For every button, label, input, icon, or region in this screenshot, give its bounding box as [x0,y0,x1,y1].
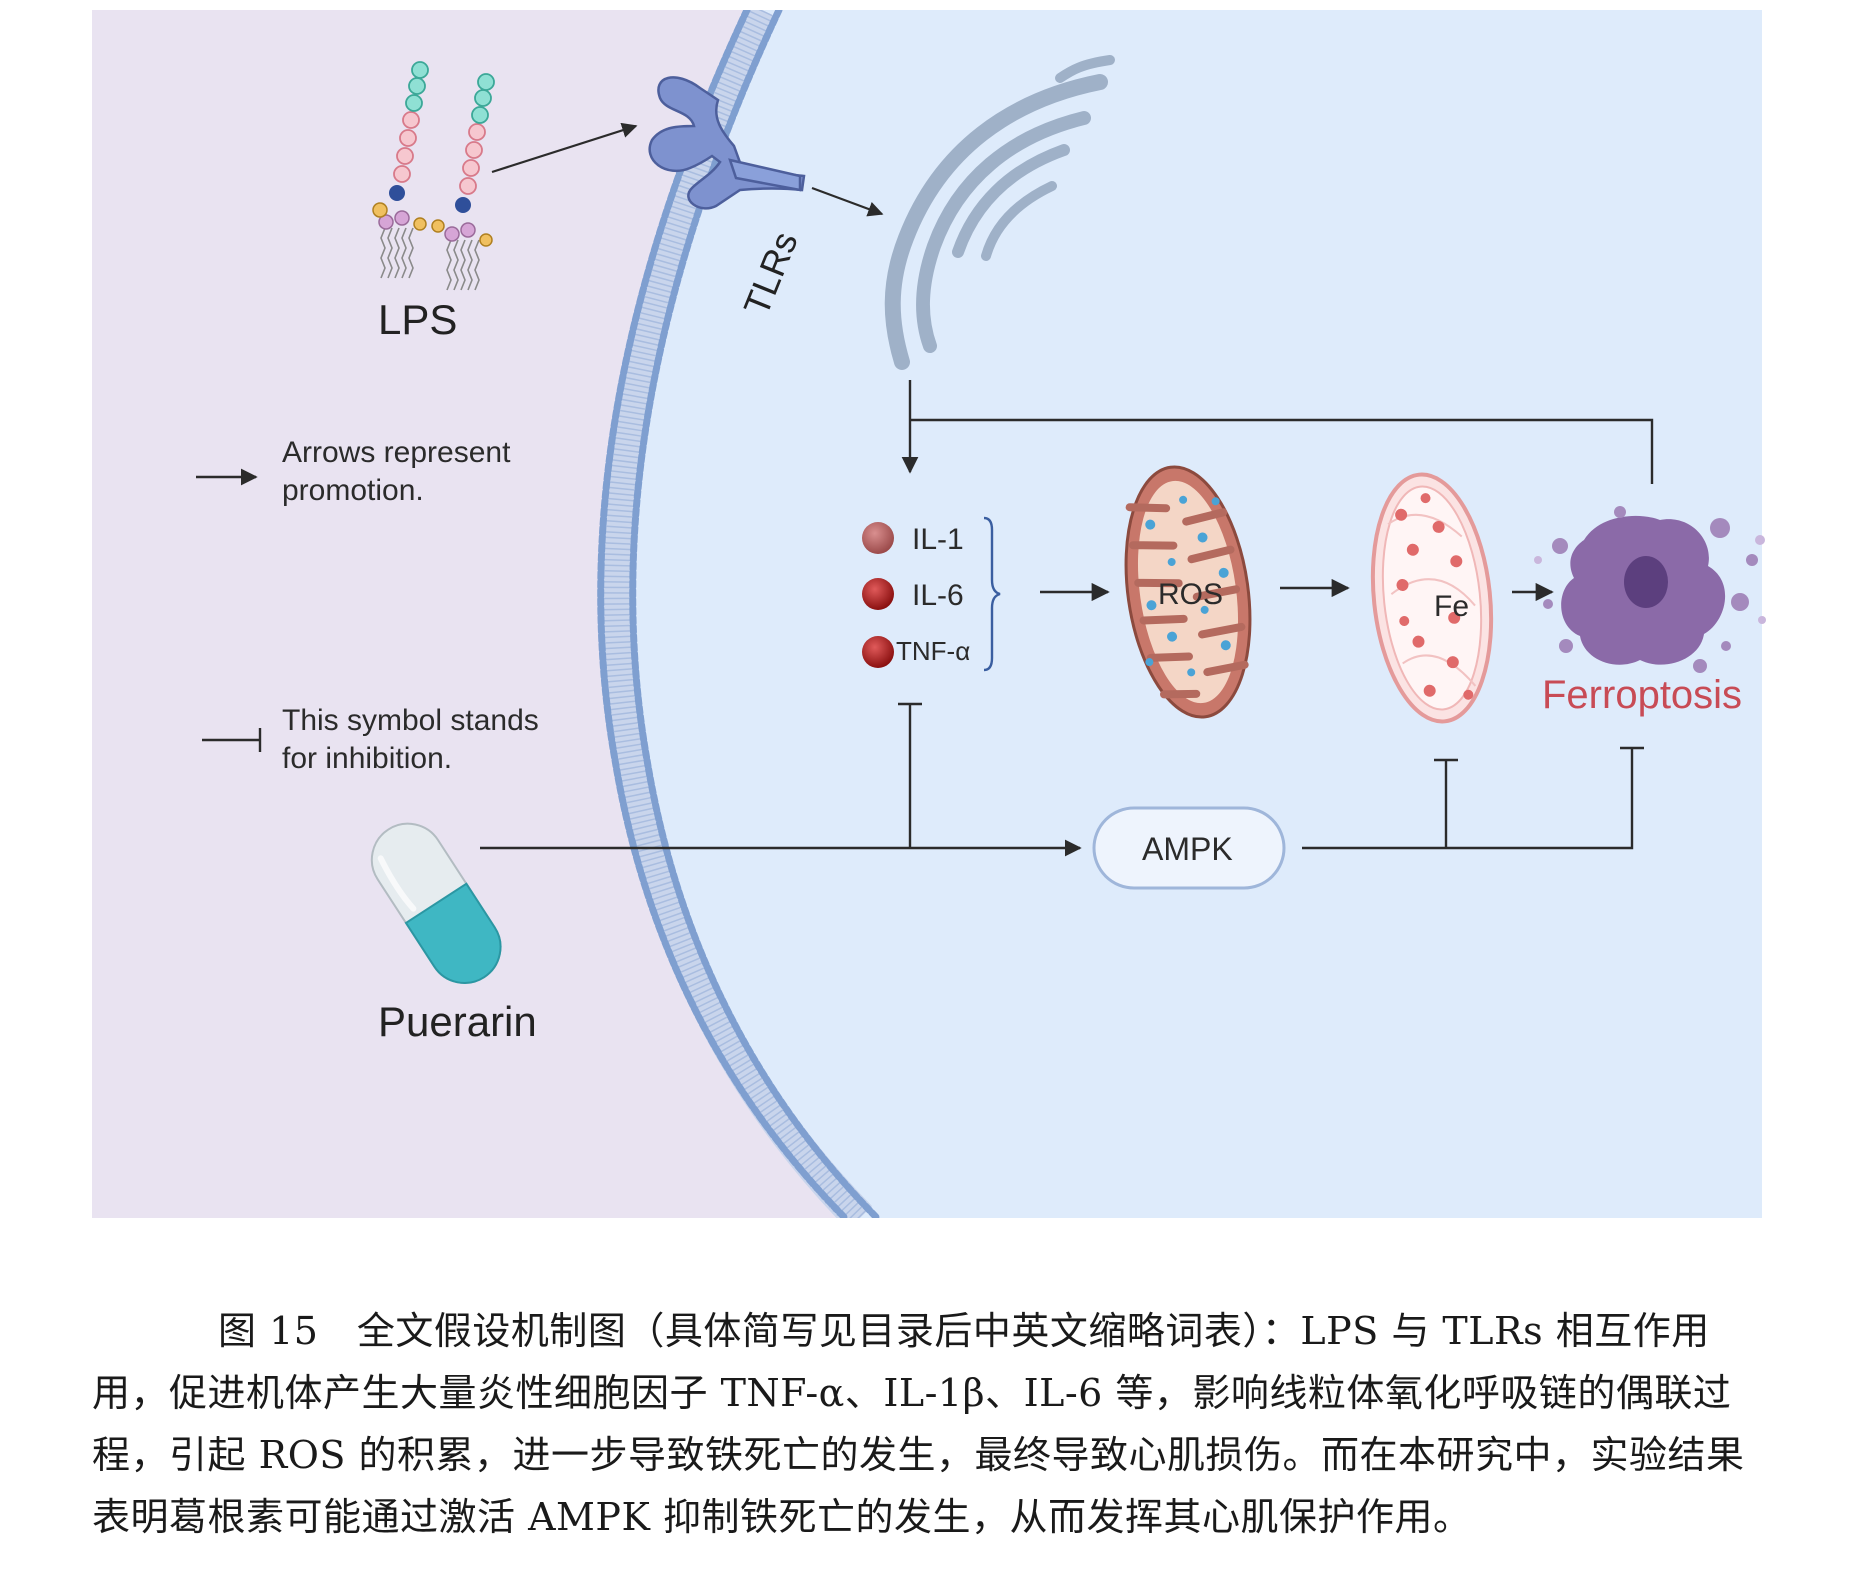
ampk-inhibition-lines [1302,746,1644,850]
endoplasmic-reticulum-icon [884,55,1115,370]
legend-arrow-text-line2: promotion. [282,474,424,507]
tlr-to-er-arrow [811,186,884,217]
fe-label: Fe [1434,590,1469,623]
lps-label: LPS [378,296,457,343]
mechanism-diagram: LPS TLRs Arrows represent promotion. Thi… [92,10,1766,1218]
ferroptotic-cell-icon [1534,506,1766,673]
cytokine-il1: IL-1 [912,523,964,556]
legend-inhibition-icon [202,728,262,752]
cell-membrane [597,10,881,1218]
feedback-inhibition-line [908,380,1654,484]
puerarin-label: Puerarin [378,998,537,1045]
cytokine-il6: IL-6 [912,579,964,612]
figure-caption: 图 15 全文假设机制图（具体简写见目录后中英文缩略词表）：LPS 与 TLRs… [92,1309,1745,1539]
cytokine-tnf: TNF-α [896,636,970,666]
ampk-label: AMPK [1142,831,1233,867]
lps-molecule-icon [372,61,495,291]
cytokine-list: IL-1 IL-6 TNF-α [862,516,1001,672]
legend-inhibition-text-line1: This symbol stands [282,704,539,737]
lps-to-tlr-arrow [491,122,638,174]
tlr-receptor-icon [648,76,806,210]
puerarin-capsule-icon [370,822,502,984]
tnf-dot-icon [862,636,894,668]
cytokine-brace [983,516,1001,672]
puerarin-inhibits-cytokines [898,702,922,848]
ampk-box [1092,806,1286,890]
legend-arrow-text-line1: Arrows represent [282,436,511,469]
ros-label: ROS [1158,578,1223,611]
legend-inhibition-text-line2: for inhibition. [282,742,452,775]
il1-dot-icon [862,522,894,554]
mitochondrion-icon [1124,465,1252,719]
ferroptosis-label: Ferroptosis [1542,673,1742,717]
il6-dot-icon [862,578,894,610]
iron-organelle-icon [1370,472,1494,724]
